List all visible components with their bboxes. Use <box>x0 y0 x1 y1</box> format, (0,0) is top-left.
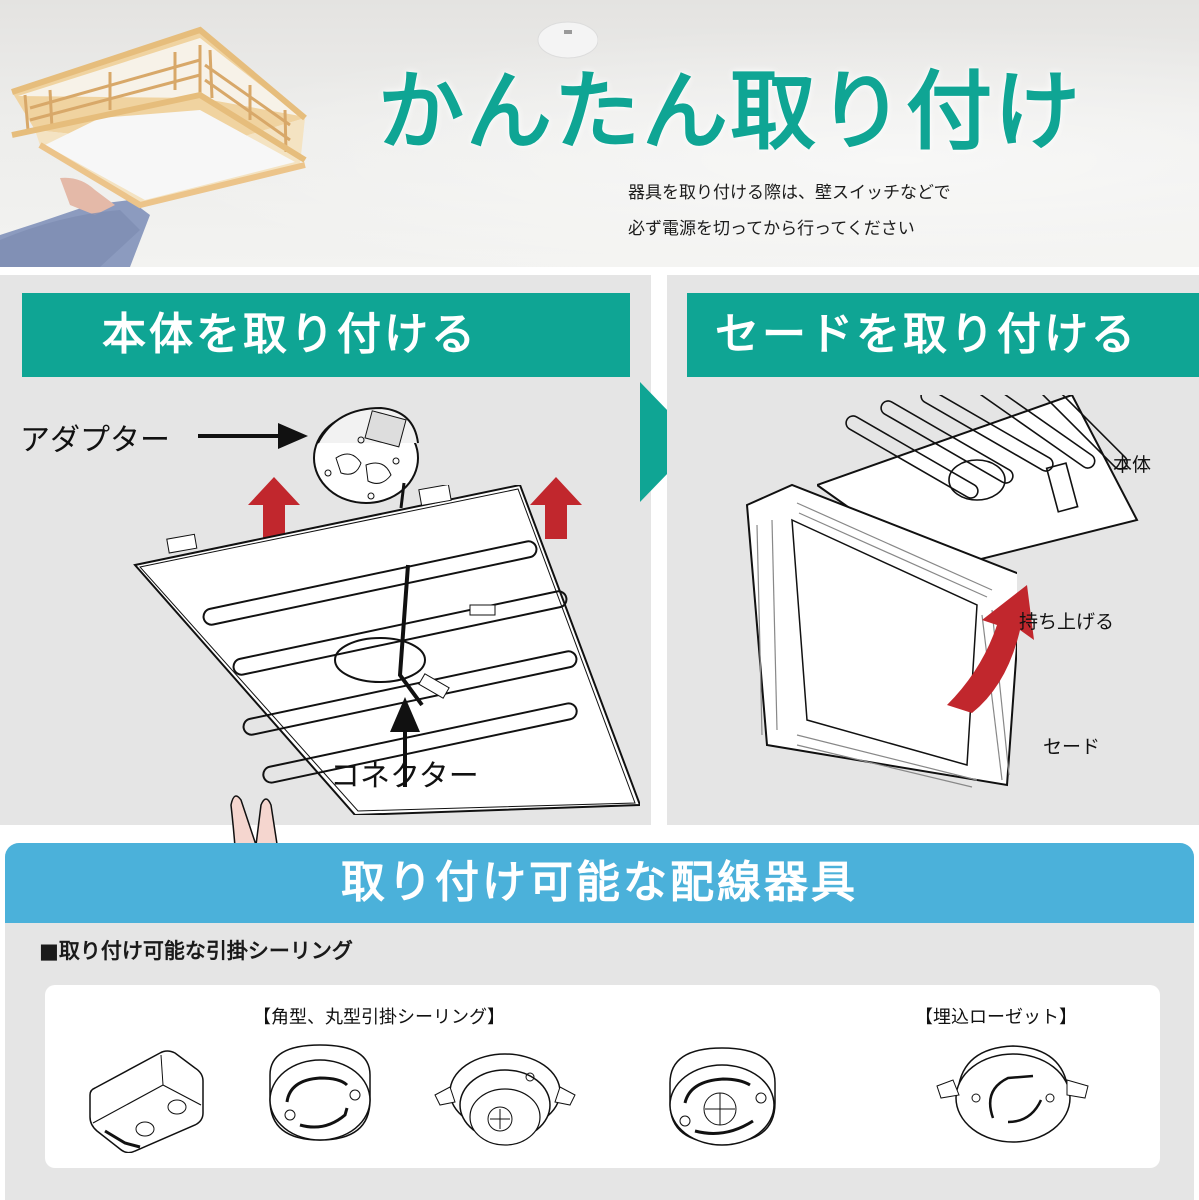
red-curved-arrow-icon <box>947 585 1034 713</box>
group-label-ceiling-sockets: 【角型、丸型引掛シーリング】 <box>253 1007 505 1028</box>
round-ceiling-socket-icon <box>269 1044 371 1141</box>
hero-note-line-2: 必ず電源を切ってから行ってください <box>628 219 915 239</box>
red-up-arrow-icon <box>248 477 300 539</box>
step-title-attach-body: 本体を取り付ける <box>22 293 630 377</box>
square-ceiling-socket-icon <box>89 1050 204 1153</box>
step-title-attach-shade: セードを取り付ける <box>687 293 1199 377</box>
compat-header: 取り付け可能な配線器具 <box>5 843 1194 923</box>
body-label: 本体 <box>1113 454 1152 476</box>
adapter-label: アダプター <box>20 423 170 458</box>
recessed-rosette-icon <box>936 1045 1089 1143</box>
main-body-illustration <box>817 395 1139 565</box>
hero-note-line-1: 器具を取り付ける際は、壁スイッチなどで <box>628 183 951 203</box>
adapter-icon <box>313 406 419 508</box>
hero-title: かんたん取り付け <box>378 62 1082 162</box>
shade-label: セード <box>1043 736 1101 758</box>
pointer-arrow-icon <box>198 423 308 449</box>
compat-subtitle: ■取り付け可能な引掛シーリング <box>39 939 353 963</box>
red-up-arrow-icon <box>530 477 582 539</box>
group-label-recessed-rosette: 【埋込ローゼット】 <box>915 1007 1077 1028</box>
fixtures-card: 【角型、丸型引掛シーリング】 【埋込ローゼット】 <box>45 985 1160 1168</box>
round-ceiling-socket-with-tabs-icon <box>434 1053 576 1146</box>
step-panel-attach-body: 本体を取り付ける アダプター <box>0 275 651 1123</box>
hero-note: 器具を取り付ける際は、壁スイッチなどで 必ず電源を切ってから行ってください <box>628 175 951 247</box>
compatible-fixtures-section: 取り付け可能な配線器具 ■取り付け可能な引掛シーリング 【角型、丸型引掛シーリン… <box>5 843 1194 1200</box>
main-body-panel-illustration <box>133 485 640 815</box>
pointer-arrow-icon <box>390 697 420 787</box>
lift-label: 持ち上げる <box>1019 611 1115 633</box>
step-panel-attach-shade: セードを取り付ける 本体 持ち上げる <box>667 275 1199 825</box>
shade-illustration <box>745 483 1017 788</box>
hero-banner: かんたん取り付け 器具を取り付ける際は、壁スイッチなどで 必ず電源を切ってから行… <box>0 0 1199 267</box>
ceiling-socket-photo <box>537 21 598 59</box>
connector-label: コネクター <box>330 759 479 794</box>
ceiling-light-photo <box>0 26 307 267</box>
round-ceiling-socket-thick-icon <box>669 1047 776 1146</box>
